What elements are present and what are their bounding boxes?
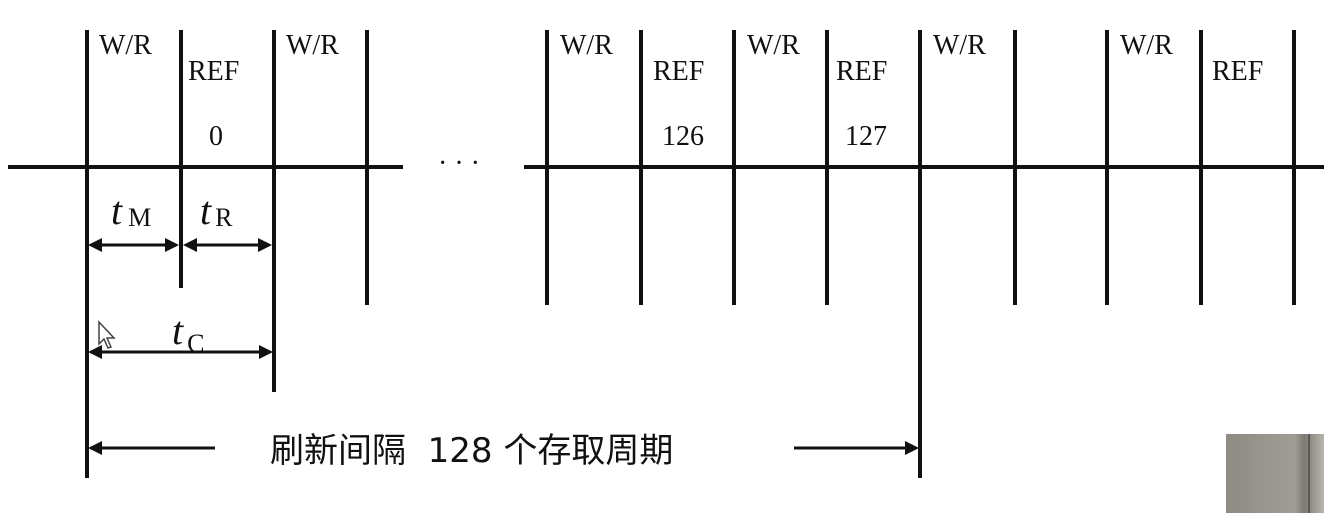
arrowhead	[905, 441, 919, 455]
wr-label: W/R	[560, 30, 613, 61]
wr-label: W/R	[933, 30, 986, 61]
refresh-interval-dimension: 刷新间隔 128 个存取周期	[88, 431, 919, 471]
ref-number: 0	[209, 121, 223, 152]
ref-label: REF	[1212, 56, 1263, 87]
thumbnail-edge	[1308, 434, 1310, 513]
wr-label: W/R	[99, 30, 152, 61]
refresh-interval-label: 刷新间隔 128 个存取周期	[270, 431, 673, 471]
arrowhead	[88, 345, 102, 359]
video-overlay-thumbnail	[1226, 434, 1324, 513]
arrowhead	[183, 238, 197, 252]
ref-label: REF	[653, 56, 704, 87]
ref-label: REF	[836, 56, 887, 87]
arrowhead	[165, 238, 179, 252]
ref-number: 127	[845, 121, 887, 152]
cycle-labels: W/R REF 0 W/R · · · W/R REF 126 W/R REF …	[99, 30, 1263, 179]
wr-label: W/R	[286, 30, 339, 61]
arrowhead	[88, 238, 102, 252]
arrowhead	[88, 441, 102, 455]
wr-label: W/R	[747, 30, 800, 61]
wr-label: W/R	[1120, 30, 1173, 61]
mouse-pointer-icon	[98, 320, 116, 349]
arrowhead	[259, 345, 273, 359]
ref-number: 126	[662, 121, 704, 152]
arrowhead	[258, 238, 272, 252]
ellipsis: · · ·	[438, 148, 480, 179]
ref-label: REF	[188, 56, 239, 87]
cycle-dividers	[85, 30, 1296, 478]
